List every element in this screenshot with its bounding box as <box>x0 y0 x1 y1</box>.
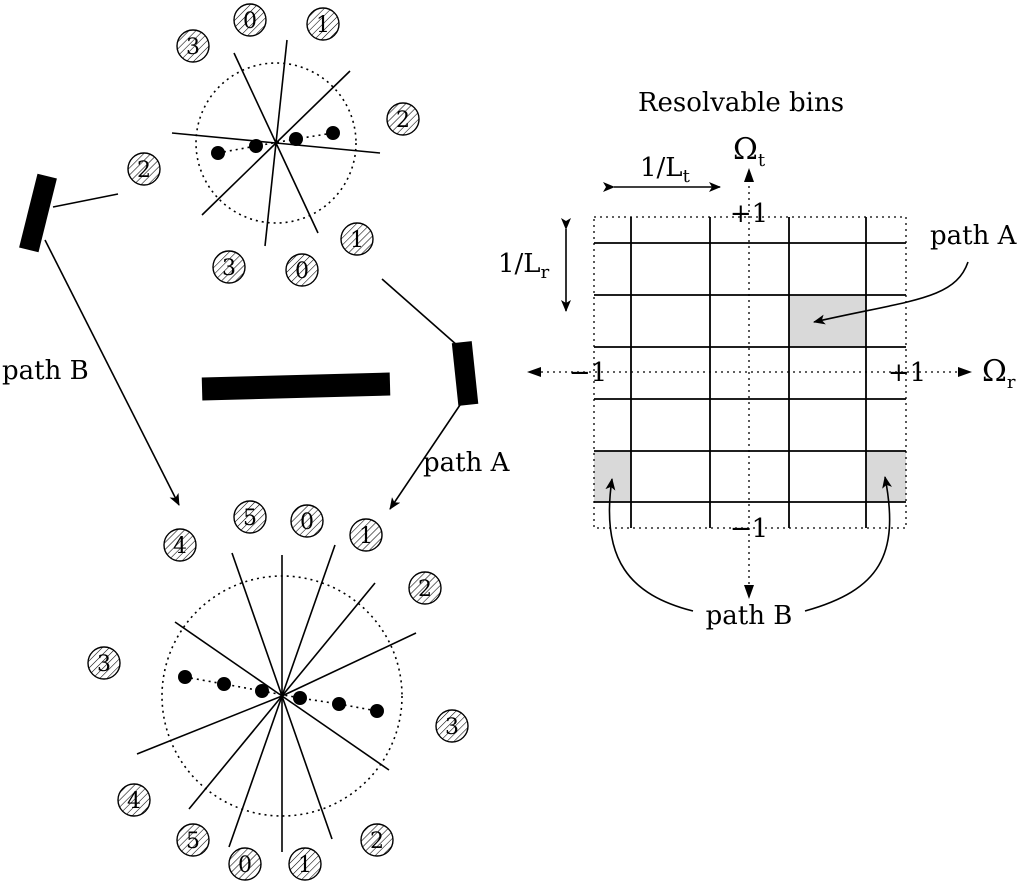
antenna-element <box>289 132 303 146</box>
bin-path-b-right <box>866 451 906 502</box>
beam-label: 0 <box>233 3 267 37</box>
beam-label: 1 <box>288 847 322 881</box>
antenna-element <box>178 670 192 684</box>
svg-text:3: 3 <box>186 35 200 60</box>
bins-path-b-arrow-right <box>804 476 892 612</box>
top-array-rays <box>171 39 381 247</box>
beam-label: 0 <box>228 847 262 881</box>
omega-t-label: Ωt <box>733 132 766 171</box>
path-a-outgoing <box>381 278 459 347</box>
bin-grid-lines <box>594 217 906 528</box>
antenna-element <box>332 697 346 711</box>
bottom-array-elements <box>178 670 384 718</box>
beam-label: 3 <box>87 646 121 680</box>
antenna-element <box>370 704 384 718</box>
svg-text:2: 2 <box>137 158 151 183</box>
beam-label: 2 <box>360 823 394 857</box>
antenna-element <box>211 146 225 160</box>
svg-text:0: 0 <box>295 259 309 284</box>
tick-label-r-minus-one: −1 <box>569 358 607 388</box>
beam-label: 3 <box>176 29 210 63</box>
omega-r-axis-arrow <box>958 367 972 377</box>
path-a-label: path A <box>423 448 511 478</box>
resolvable-bins-panel: Resolvable bins <box>498 88 1018 631</box>
antenna-element <box>326 126 340 140</box>
path-b-incoming <box>44 239 180 506</box>
svg-text:1: 1 <box>316 13 330 38</box>
top-array-element-link <box>217 132 334 154</box>
antenna-element <box>293 691 307 705</box>
svg-text:4: 4 <box>173 534 187 559</box>
bottom-array-element-link <box>184 676 378 712</box>
svg-text:2: 2 <box>418 577 432 602</box>
svg-text:5: 5 <box>186 829 200 854</box>
path-b-label: path B <box>2 356 89 386</box>
omega-r-axis-arrow-left <box>527 367 541 377</box>
bin-grid-boundary <box>593 216 907 529</box>
svg-text:0: 0 <box>238 853 252 878</box>
antenna-element <box>255 684 269 698</box>
beam-label: 1 <box>349 518 383 552</box>
tick-label-t-plus-one: +1 <box>730 199 768 229</box>
svg-text:1: 1 <box>298 853 312 878</box>
beam-label: 0 <box>290 504 324 538</box>
bins-title: Resolvable bins <box>638 88 844 118</box>
svg-text:0: 0 <box>243 9 257 34</box>
beam-label: 2 <box>386 102 420 136</box>
beam-label: 4 <box>117 783 151 817</box>
svg-text:4: 4 <box>127 789 141 814</box>
beam-label: 2 <box>408 571 442 605</box>
bottom-array-rays <box>136 544 417 852</box>
path-b-outgoing <box>52 193 119 208</box>
svg-text:3: 3 <box>445 715 459 740</box>
antenna-element <box>217 677 231 691</box>
left-reflector <box>19 173 57 253</box>
tick-label-r-plus-one: +1 <box>888 358 926 388</box>
svg-text:2: 2 <box>370 829 384 854</box>
omega-t-axis-arrow-bottom <box>744 585 754 599</box>
top-antenna-array: 0 1 2 3 0 1 2 <box>127 3 420 287</box>
beam-label: 5 <box>233 500 267 534</box>
bin-path-b-left <box>594 451 631 502</box>
top-array-beam-labels: 0 1 2 3 0 1 2 <box>127 3 420 287</box>
svg-text:1: 1 <box>359 524 373 549</box>
beam-label: 3 <box>435 709 469 743</box>
omega-r-label: Ωr <box>982 354 1016 393</box>
blocking-wall <box>201 372 391 401</box>
beam-label: 3 <box>212 250 246 284</box>
bin-path-a <box>789 295 866 347</box>
beam-label: 5 <box>176 823 210 857</box>
bin-axes <box>535 178 962 590</box>
svg-text:0: 0 <box>300 510 314 535</box>
tick-label-t-minus-one: −1 <box>730 514 768 544</box>
bottom-array-beam-labels: 0 1 2 3 4 5 0 <box>87 500 469 881</box>
svg-text:3: 3 <box>222 256 236 281</box>
right-reflector <box>451 341 479 406</box>
beam-label: 1 <box>340 222 374 256</box>
bins-path-b-label: path B <box>706 601 793 631</box>
svg-text:5: 5 <box>243 506 257 531</box>
bin-width-r-label: 1/Lr <box>498 249 550 283</box>
bottom-antenna-array: 0 1 2 3 4 5 0 <box>87 500 469 881</box>
bin-width-t-label: 1/Lt <box>640 153 691 187</box>
beam-label: 2 <box>127 152 161 186</box>
bins-path-a-arrow <box>813 261 969 325</box>
antenna-element <box>249 139 263 153</box>
svg-text:2: 2 <box>396 108 410 133</box>
path-a-incoming <box>389 401 463 510</box>
beam-label: 4 <box>163 528 197 562</box>
top-array-circle <box>195 62 357 224</box>
reflectors <box>19 173 479 406</box>
bins-path-a-label: path A <box>930 221 1018 251</box>
bins-path-b-arrow-left <box>605 478 694 612</box>
svg-text:1: 1 <box>350 228 364 253</box>
top-array-elements <box>211 126 340 160</box>
beam-label: 0 <box>285 253 319 287</box>
svg-text:3: 3 <box>97 652 111 677</box>
beam-label: 1 <box>306 7 340 41</box>
omega-t-axis-arrow <box>744 168 754 182</box>
propagation-paths <box>44 193 463 510</box>
